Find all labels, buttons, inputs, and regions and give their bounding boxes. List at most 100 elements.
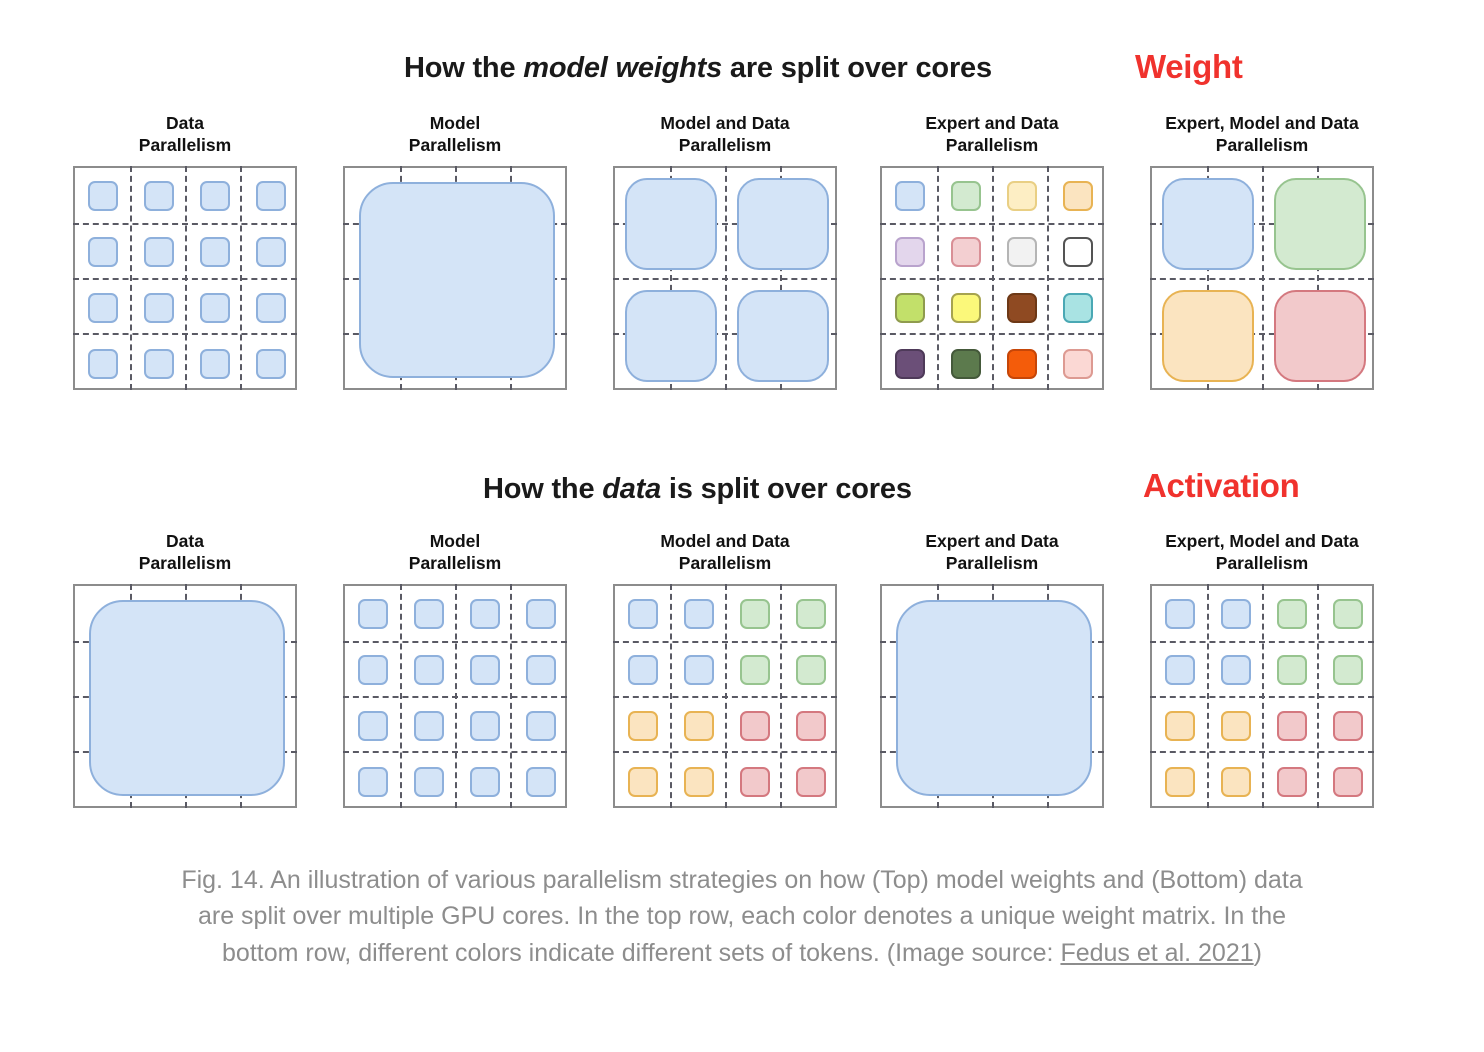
core-cell-block: [1165, 710, 1195, 741]
core-cell-block: [628, 766, 658, 797]
grid-line-vertical: [780, 583, 782, 808]
weight-annotation: Weight: [1135, 48, 1243, 85]
core-cell-block: [1333, 710, 1363, 741]
figure-caption: Fig. 14. An illustration of various para…: [160, 862, 1324, 971]
grid-line-horizontal: [1150, 695, 1374, 698]
core-cell-block: [88, 236, 118, 267]
core-cell-block: [1333, 654, 1363, 685]
weight-matrix-block: [1274, 177, 1366, 270]
core-cell-block: [951, 236, 981, 267]
core-cell-block: [358, 710, 388, 741]
core-cell-block: [526, 598, 556, 629]
core-grid: [880, 583, 1104, 808]
panel-data-model-and-data-parallelism: Model and Data Parallelism: [613, 530, 837, 808]
core-cell-block: [1165, 766, 1195, 797]
data-heading-prefix: How the: [483, 473, 603, 505]
panel-data-expert-model-and-data-parallelism: Expert, Model and Data Parallelism: [1150, 530, 1374, 808]
weight-matrix-block: [896, 599, 1092, 796]
core-cell-block: [740, 654, 770, 685]
data-heading-suffix: is split over cores: [661, 473, 912, 505]
core-cell-block: [414, 710, 444, 741]
grid-line-horizontal: [1150, 750, 1374, 753]
panel-weights-expert-model-and-data-parallelism: Expert, Model and Data Parallelism: [1150, 112, 1374, 390]
core-cell-block: [358, 654, 388, 685]
core-cell-block: [1007, 236, 1037, 267]
core-cell-block: [256, 348, 286, 379]
panel-data-data-parallelism: Data Parallelism: [73, 530, 297, 808]
grid-line-vertical: [1047, 165, 1049, 390]
core-cell-block: [144, 236, 174, 267]
core-cell-block: [526, 766, 556, 797]
core-cell-block: [1007, 348, 1037, 379]
core-cell-block: [796, 710, 826, 741]
core-cell-block: [1063, 348, 1093, 379]
grid-line-horizontal: [1150, 277, 1374, 280]
core-cell-block: [628, 710, 658, 741]
grid-line-horizontal: [880, 332, 1104, 335]
core-cell-block: [1007, 180, 1037, 211]
core-cell-block: [895, 236, 925, 267]
core-cell-block: [684, 766, 714, 797]
panel-title: Expert and Data Parallelism: [925, 531, 1059, 574]
panel-weights-expert-and-data-parallelism: Expert and Data Parallelism: [880, 112, 1104, 390]
core-cell-block: [1277, 598, 1307, 629]
panel-title: Model and Data Parallelism: [660, 531, 790, 574]
core-cell-block: [796, 654, 826, 685]
grid-line-vertical: [1207, 583, 1209, 808]
weights-heading-prefix: How the: [404, 52, 524, 84]
grid-line-vertical: [1262, 165, 1264, 390]
grid-line-vertical: [510, 583, 512, 808]
grid-line-horizontal: [343, 695, 567, 698]
weight-matrix-block: [1162, 177, 1254, 270]
core-cell-block: [256, 236, 286, 267]
core-cell-block: [200, 180, 230, 211]
core-cell-block: [1333, 766, 1363, 797]
core-cell-block: [1221, 710, 1251, 741]
weight-matrix-block: [737, 177, 829, 270]
core-cell-block: [684, 598, 714, 629]
core-cell-block: [1221, 654, 1251, 685]
core-cell-block: [1221, 766, 1251, 797]
core-grid: [613, 583, 837, 808]
grid-line-vertical: [937, 165, 939, 390]
core-cell-block: [951, 348, 981, 379]
core-cell-block: [414, 766, 444, 797]
core-cell-block: [256, 180, 286, 211]
grid-line-horizontal: [343, 750, 567, 753]
core-cell-block: [684, 710, 714, 741]
panel-data-expert-and-data-parallelism: Expert and Data Parallelism: [880, 530, 1104, 808]
core-cell-block: [796, 598, 826, 629]
core-cell-block: [144, 348, 174, 379]
weight-matrix-block: [1162, 289, 1254, 382]
grid-line-vertical: [992, 165, 994, 390]
core-cell-block: [88, 180, 118, 211]
caption-tail: ): [1253, 938, 1262, 967]
panel-weights-model-parallelism: Model Parallelism: [343, 112, 567, 390]
core-cell-block: [88, 348, 118, 379]
core-grid: [613, 165, 837, 390]
core-cell-block: [1221, 598, 1251, 629]
grid-line-vertical: [725, 583, 727, 808]
core-cell-block: [88, 292, 118, 323]
grid-line-vertical: [1262, 583, 1264, 808]
core-cell-block: [470, 766, 500, 797]
panel-title: Expert and Data Parallelism: [925, 113, 1059, 156]
core-cell-block: [470, 710, 500, 741]
grid-line-vertical: [1317, 583, 1319, 808]
panel-weights-model-and-data-parallelism: Model and Data Parallelism: [613, 112, 837, 390]
caption-source-link[interactable]: Fedus et al. 2021: [1060, 938, 1254, 967]
grid-line-horizontal: [73, 332, 297, 335]
core-cell-block: [1165, 654, 1195, 685]
core-cell-block: [740, 598, 770, 629]
weight-matrix-block: [359, 181, 555, 378]
panel-title: Expert, Model and Data Parallelism: [1165, 113, 1359, 156]
core-grid: [880, 165, 1104, 390]
grid-line-vertical: [400, 583, 402, 808]
core-cell-block: [358, 598, 388, 629]
core-cell-block: [526, 654, 556, 685]
grid-line-horizontal: [73, 222, 297, 225]
grid-line-vertical: [670, 583, 672, 808]
core-cell-block: [1063, 236, 1093, 267]
core-cell-block: [414, 598, 444, 629]
core-cell-block: [1277, 766, 1307, 797]
